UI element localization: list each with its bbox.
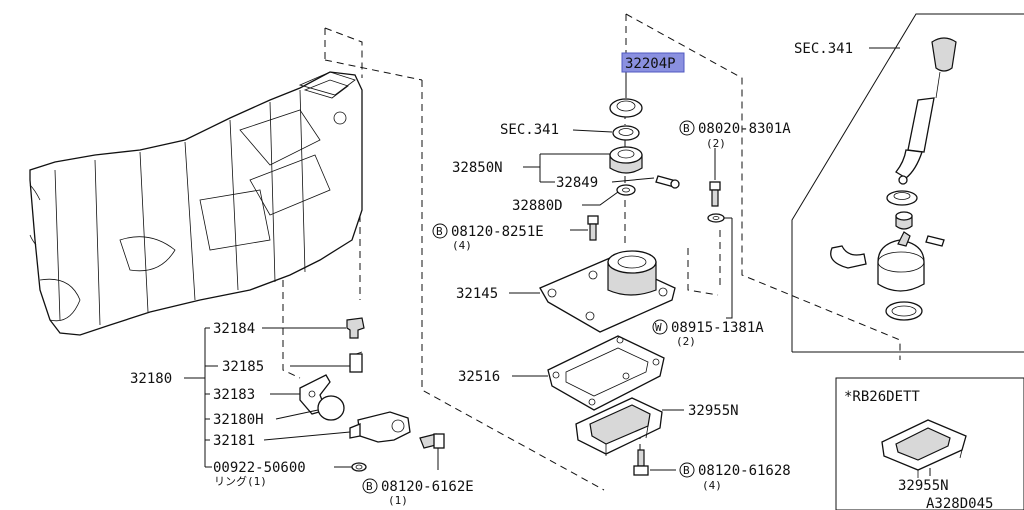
shifter-panel-frame-a	[791, 13, 1024, 352]
washer-08915-icon	[707, 213, 725, 223]
bolt-08020-8301A-icon	[709, 181, 721, 207]
dash-frame-left-2	[324, 28, 423, 81]
plate-32145-icon	[539, 250, 676, 333]
bolt-marker-08120-6162E-letter: B	[366, 480, 373, 493]
leader-32850N	[523, 153, 610, 183]
label-rb26-32955N[interactable]: 32955N	[898, 478, 949, 494]
ring-note: リング(1)	[214, 474, 267, 488]
shifter-boot-parts-icon	[830, 190, 945, 321]
dash-frame-right	[625, 13, 901, 360]
bolt-marker-08120-61628	[679, 462, 695, 478]
label-32850N[interactable]: 32850N	[452, 160, 503, 176]
oring-00922-icon	[351, 462, 367, 472]
leader-sec341	[572, 129, 613, 133]
label-32516[interactable]: 32516	[458, 369, 500, 385]
label-32849[interactable]: 32849	[556, 175, 598, 191]
label-08120-8251E[interactable]: 08120-8251E	[451, 224, 544, 240]
label-32184[interactable]: 32184	[213, 321, 255, 337]
bolt-08120-8251E-icon	[587, 215, 599, 241]
ring-32204P-icon	[609, 98, 643, 118]
label-32145[interactable]: 32145	[456, 286, 498, 302]
washer-marker-08915	[652, 319, 668, 335]
qty-08020-8301A: (2)	[706, 137, 726, 150]
label-08120-61628[interactable]: 08120-61628	[698, 463, 791, 479]
leader-32849	[611, 177, 655, 183]
qty-08915-1381A: (2)	[676, 335, 696, 348]
qty-08120-6162E: (1)	[388, 494, 408, 507]
label-32180H[interactable]: 32180H	[213, 412, 264, 428]
dash-frame-left	[421, 80, 605, 491]
transmission-housing-icon	[29, 71, 363, 336]
label-sec341-right[interactable]: SEC.341	[794, 41, 853, 57]
cover-32955N-icon	[575, 397, 663, 456]
rb26-cover-icon	[881, 419, 967, 478]
part-32181-icon	[349, 411, 411, 443]
leader-32880D	[582, 191, 619, 206]
bolt-marker-08120-8251E-letter: B	[436, 225, 443, 238]
label-32180[interactable]: 32180	[130, 371, 172, 387]
label-08020-8301A[interactable]: 08020-8301A	[698, 121, 791, 137]
leader-08915	[726, 218, 733, 319]
label-00922-50600[interactable]: 00922-50600	[213, 460, 306, 476]
bushing-32850N-icon	[609, 146, 643, 174]
part-32185-icon	[349, 351, 363, 373]
bolt-08120-61628-icon	[633, 449, 649, 476]
gasket-32516-icon	[547, 335, 665, 411]
washer-32880D-icon	[616, 184, 636, 196]
washer-marker-08915-letter: W	[655, 321, 662, 334]
dash-guide-plate	[687, 248, 719, 296]
bolt-marker-08120-6162E	[362, 478, 378, 494]
label-32880D[interactable]: 32880D	[512, 198, 563, 214]
bracket-32180-ticks	[205, 327, 218, 468]
bracket-32180	[184, 328, 206, 467]
rb26-title: *RB26DETT	[844, 389, 920, 405]
bolt-marker-08120-8251E	[432, 223, 448, 239]
part-32180H-icon	[317, 395, 345, 421]
qty-08120-61628: (4)	[702, 479, 722, 492]
bolt-marker-08120-61628-letter: B	[683, 464, 690, 477]
ring-sec341-icon	[612, 125, 640, 141]
label-08915-1381A[interactable]: 08915-1381A	[671, 320, 764, 336]
dash-guide-housing	[282, 280, 301, 379]
shift-lever-icon	[895, 37, 957, 185]
label-08120-6162E[interactable]: 08120-6162E	[381, 479, 474, 495]
label-32955N[interactable]: 32955N	[688, 403, 739, 419]
label-32183[interactable]: 32183	[213, 387, 255, 403]
diagram-code: A328D045	[926, 496, 993, 510]
bolt-marker-08020	[679, 120, 695, 136]
part-32204P-highlight	[621, 52, 685, 73]
leader-32180H	[275, 409, 319, 420]
pin-32849-icon	[655, 175, 680, 189]
qty-08120-8251E: (4)	[452, 239, 472, 252]
label-sec341-left[interactable]: SEC.341	[500, 122, 559, 138]
label-32181[interactable]: 32181	[213, 433, 255, 449]
bolt-08120-6162E-icon	[419, 433, 445, 449]
label-32204P[interactable]: 32204P	[625, 56, 676, 72]
dash-frame-left-top	[324, 27, 363, 78]
part-32184-icon	[346, 317, 365, 339]
rb26-inset-box	[835, 377, 1024, 510]
leader-32181	[263, 431, 351, 441]
bolt-marker-08020-letter: B	[683, 122, 690, 135]
label-32185[interactable]: 32185	[222, 359, 264, 375]
